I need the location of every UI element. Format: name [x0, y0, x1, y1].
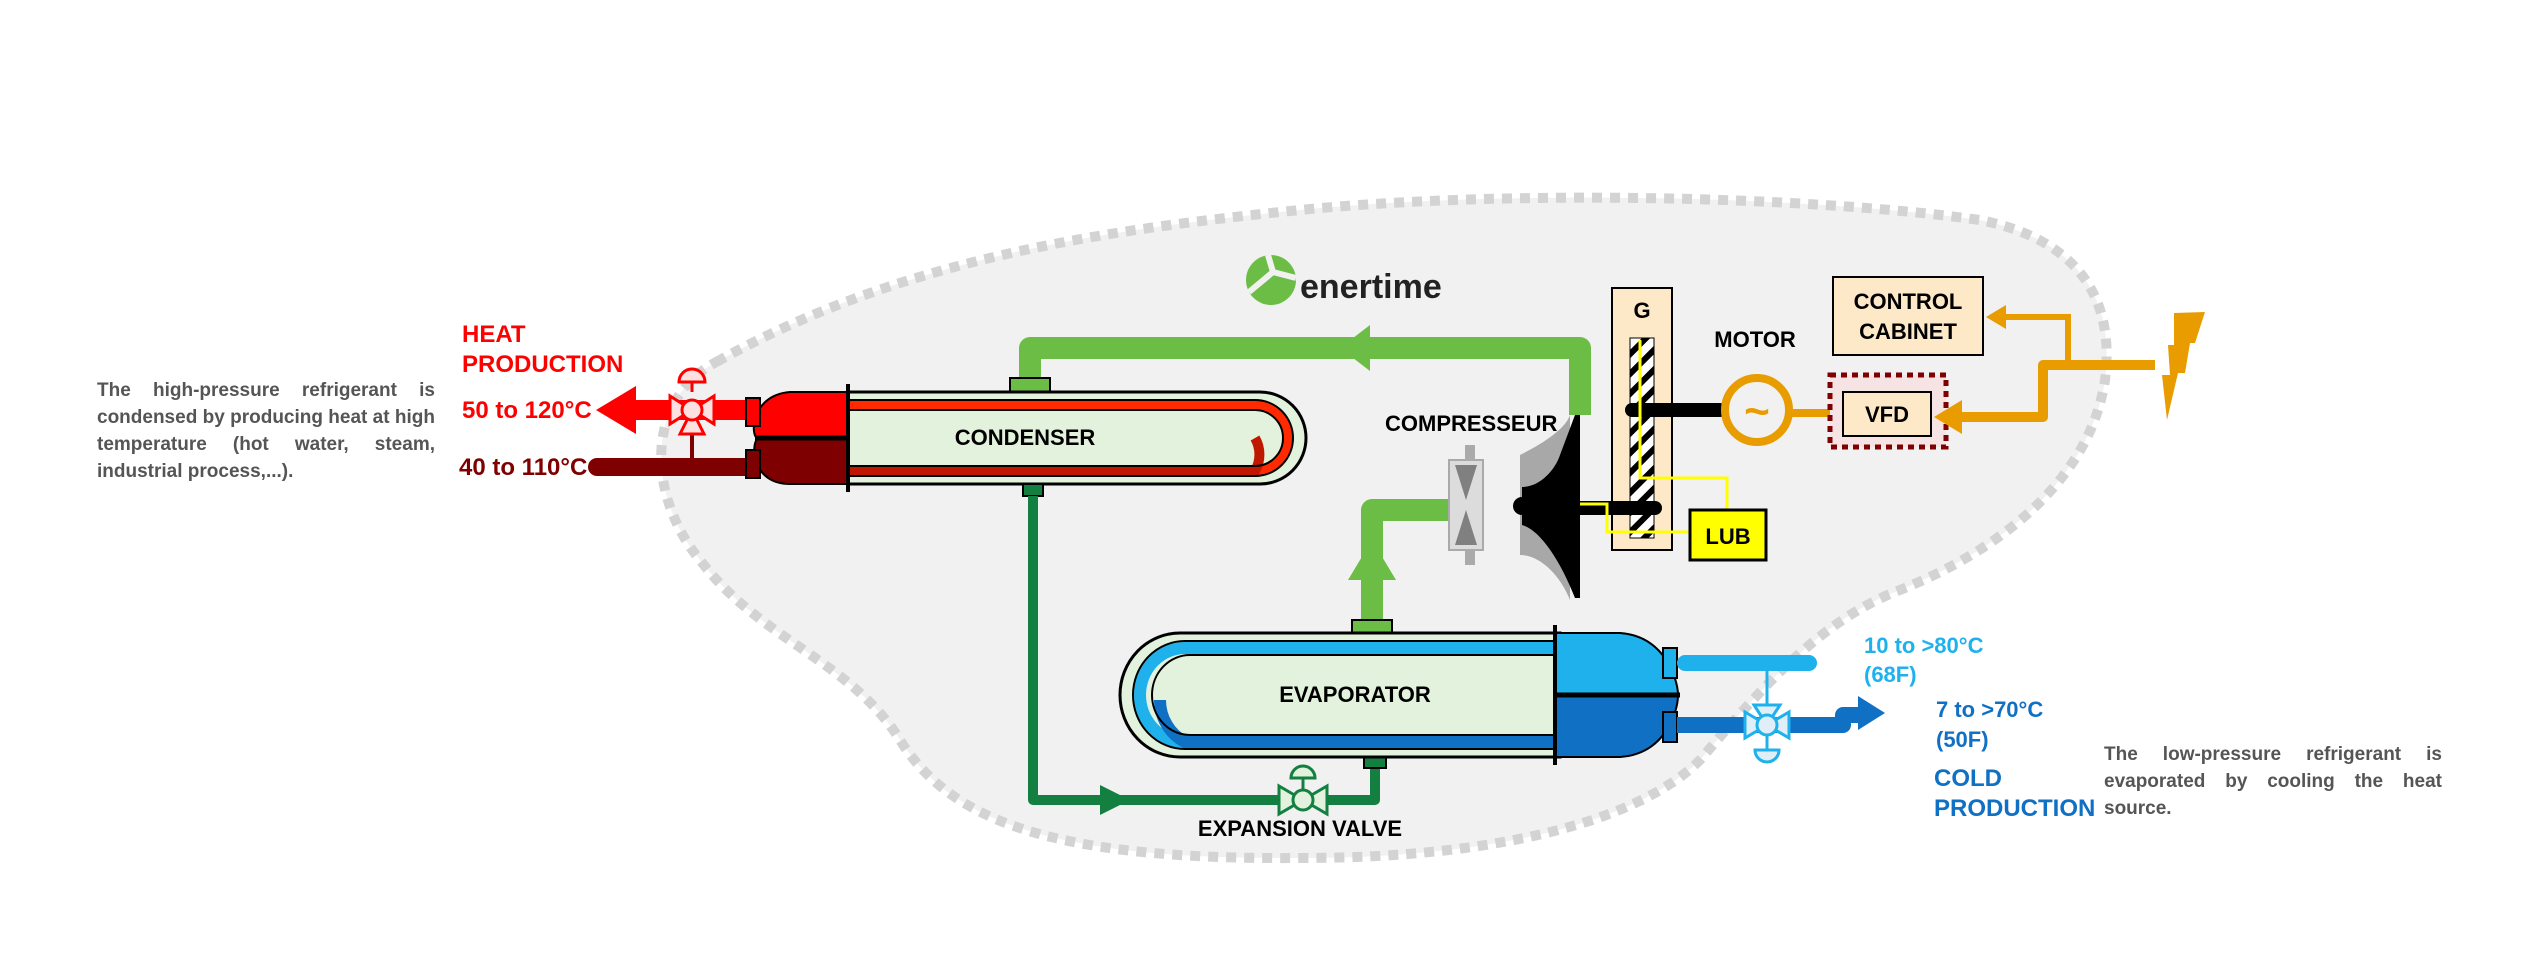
- lub-label: LUB: [1705, 524, 1750, 549]
- cold-outlet-temp: 7 to >70°C: [1936, 697, 2043, 722]
- motor: ~ MOTOR: [1714, 327, 1796, 446]
- hot-water-return-line: [588, 458, 760, 476]
- cold-outlet-temp-f: (50F): [1936, 727, 1989, 752]
- heat-three-way-valve-icon: [668, 367, 716, 460]
- heat-production-label: HEAT: [462, 321, 526, 348]
- cold-production-label-2: PRODUCTION: [1934, 795, 2095, 822]
- gearbox-label: G: [1633, 298, 1650, 323]
- evaporator-label: EVAPORATOR: [1279, 682, 1431, 707]
- logo-text: enertime: [1300, 268, 1442, 306]
- chilled-water-inlet-line: [1677, 655, 1817, 671]
- cold-three-way-valve-icon: [1743, 670, 1791, 764]
- heat-inlet-temp: 40 to 110°C: [459, 454, 587, 481]
- vapor-discharge-line: [1009, 325, 1591, 415]
- heat-outlet-temp: 50 to 120°C: [462, 397, 592, 424]
- motor-symbol: ~: [1744, 387, 1770, 436]
- evaporator: EVAPORATOR: [1118, 625, 1680, 765]
- expansion-valve-icon: [1277, 764, 1329, 817]
- control-cabinet-label: CONTROL: [1854, 289, 1963, 314]
- control-cabinet: CONTROL CABINET: [1832, 276, 1984, 356]
- condenser-label: CONDENSER: [955, 425, 1096, 450]
- cold-inlet-temp: 10 to >80°C: [1864, 633, 1984, 658]
- expansion-valve-label: EXPANSION VALVE: [1198, 816, 1402, 841]
- cold-production-label: COLD: [1934, 765, 2002, 792]
- lub-unit: LUB: [1688, 508, 1768, 562]
- motor-label: MOTOR: [1714, 327, 1796, 352]
- lightning-bolt-icon: [2162, 312, 2205, 420]
- logo-icon: [1246, 254, 1297, 305]
- heat-side-description: The high-pressure refrigerant is condens…: [97, 380, 435, 482]
- lubrication-lines: [1580, 340, 1729, 534]
- vfd-label: VFD: [1865, 402, 1909, 427]
- enertime-logo: enertime: [1246, 254, 1442, 306]
- vfd-unit: VFD: [1827, 372, 1949, 450]
- compressor-label: COMPRESSEUR: [1385, 411, 1557, 436]
- condenser: CONDENSER: [745, 384, 1308, 492]
- liquid-line: [1022, 483, 1387, 815]
- control-cabinet-label-2: CABINET: [1859, 319, 1957, 344]
- cold-side-description: The low-pressure refrigerant is evaporat…: [2104, 744, 2442, 819]
- power-lines: [1934, 305, 2155, 434]
- cold-inlet-temp-f: (68F): [1864, 662, 1917, 687]
- heat-production-label-2: PRODUCTION: [462, 351, 623, 378]
- compressor: COMPRESSEUR: [1385, 411, 1580, 600]
